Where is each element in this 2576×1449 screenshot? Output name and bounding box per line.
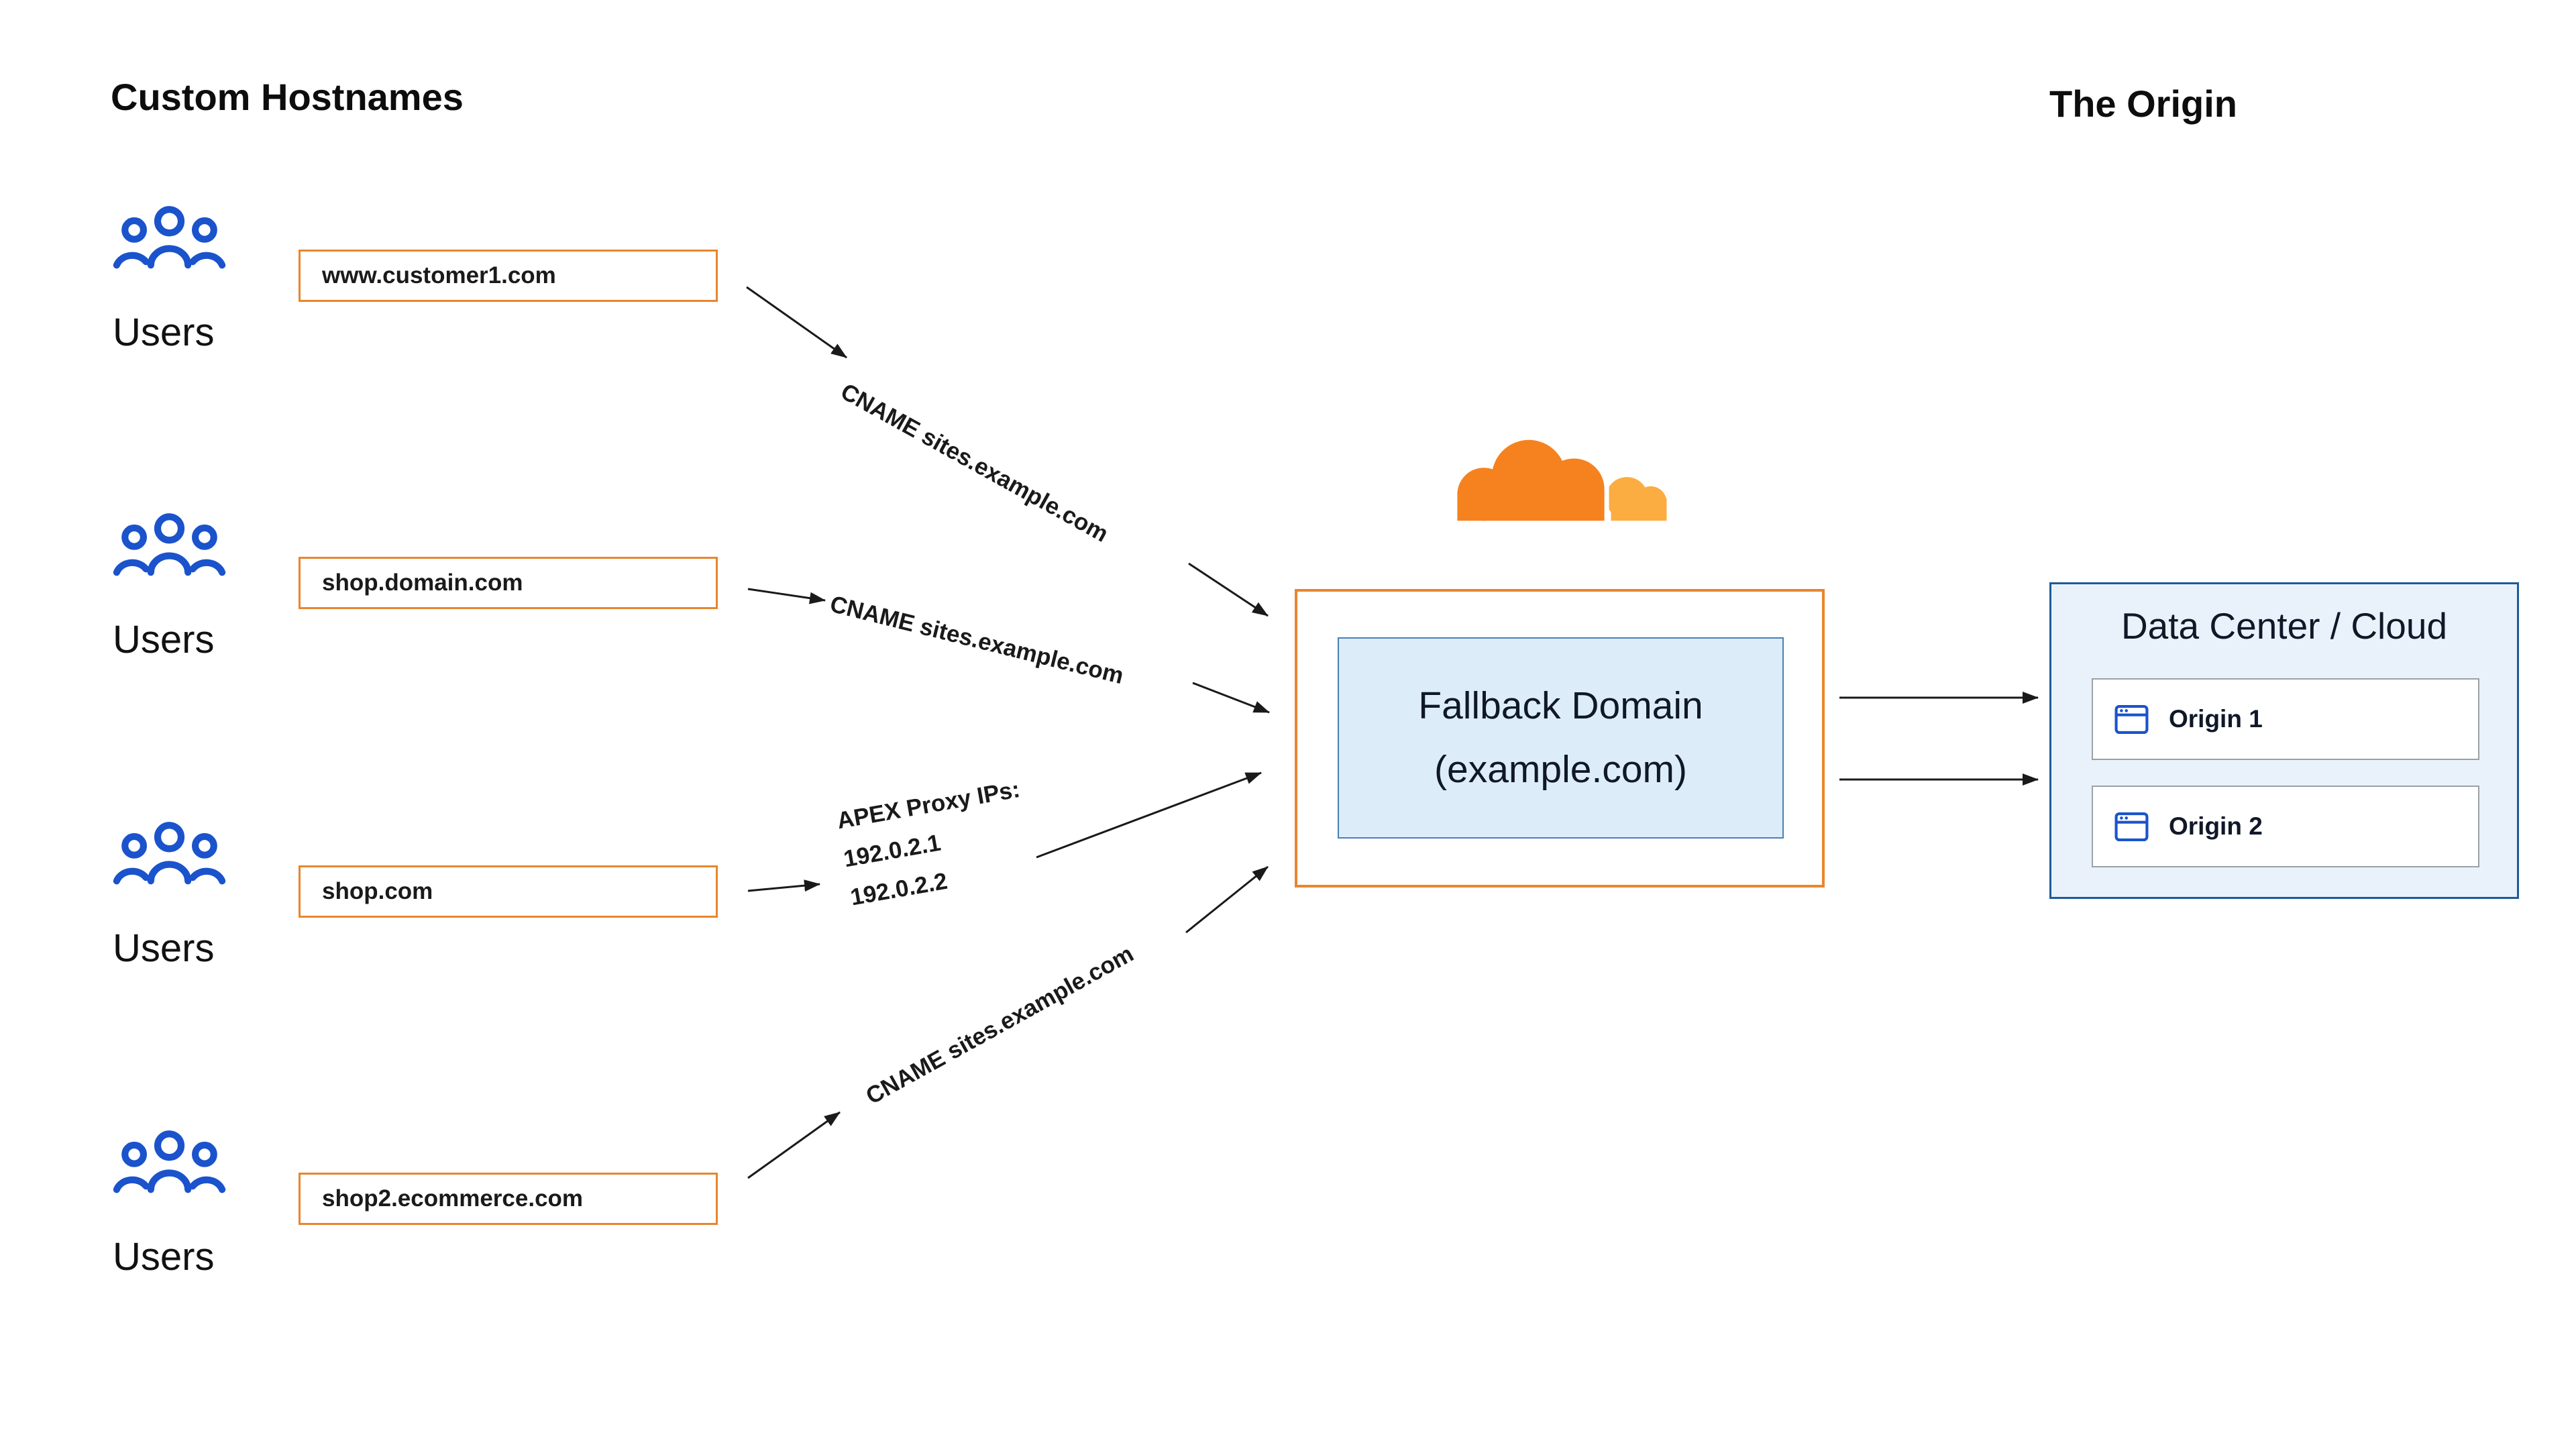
fallback-domain-box: Fallback Domain (example.com)	[1338, 637, 1784, 839]
data-center-box: Data Center / Cloud Origin 1 Origin 2	[2049, 582, 2519, 899]
arrow-apex-to-cloudflare	[1036, 771, 1262, 859]
users-group-icon	[111, 205, 228, 271]
hostname-label: www.customer1.com	[322, 262, 556, 288]
cloudflare-zone-box: Fallback Domain (example.com)	[1295, 589, 1825, 888]
cloudflare-cloud-icon	[1452, 435, 1667, 526]
hostname-box-shop-domain: shop.domain.com	[299, 557, 718, 609]
users-group-icon	[111, 512, 228, 578]
users-label: Users	[113, 1235, 215, 1279]
origin-section-title: The Origin	[2049, 83, 2237, 125]
custom-hostnames-title: Custom Hostnames	[111, 76, 464, 118]
origin-2-label: Origin 2	[2169, 812, 2263, 840]
users-group-icon	[111, 1129, 228, 1195]
arrow-shopdomain-to-label	[747, 588, 826, 604]
hostname-box-customer1: www.customer1.com	[299, 250, 718, 302]
browser-window-icon	[2114, 704, 2149, 734]
hostname-box-shop: shop.com	[299, 865, 718, 918]
arrow-label3-to-cloudflare	[1185, 865, 1269, 934]
hostname-label: shop.com	[322, 878, 433, 904]
fallback-domain-line1: Fallback Domain	[1418, 684, 1703, 727]
users-icon	[113, 1130, 226, 1193]
fallback-domain-line2: (example.com)	[1434, 748, 1687, 791]
origin-1-row: Origin 1	[2092, 678, 2479, 760]
arrow-customer1-to-label	[746, 286, 847, 359]
users-label: Users	[113, 311, 215, 354]
browser-window-icon	[2114, 812, 2149, 841]
arrow-shop2-to-label	[747, 1111, 841, 1179]
origin-1-label: Origin 1	[2169, 705, 2263, 733]
users-label: Users	[113, 618, 215, 661]
users-icon	[113, 822, 226, 885]
arrow-label2-to-cloudflare	[1192, 682, 1270, 714]
users-icon	[113, 513, 226, 576]
cloudflare-logo	[1426, 423, 1690, 542]
arrow-shop-to-label	[747, 879, 820, 892]
users-group-icon	[111, 820, 228, 887]
data-center-title: Data Center / Cloud	[2121, 605, 2448, 647]
origin-2-row: Origin 2	[2092, 786, 2479, 867]
users-label: Users	[113, 926, 215, 970]
hostname-label: shop.domain.com	[322, 570, 523, 596]
hostname-label: shop2.ecommerce.com	[322, 1185, 584, 1212]
hostname-box-shop2-ecommerce: shop2.ecommerce.com	[299, 1173, 718, 1225]
arrow-label1-to-cloudflare	[1188, 562, 1269, 617]
users-icon	[113, 206, 226, 269]
